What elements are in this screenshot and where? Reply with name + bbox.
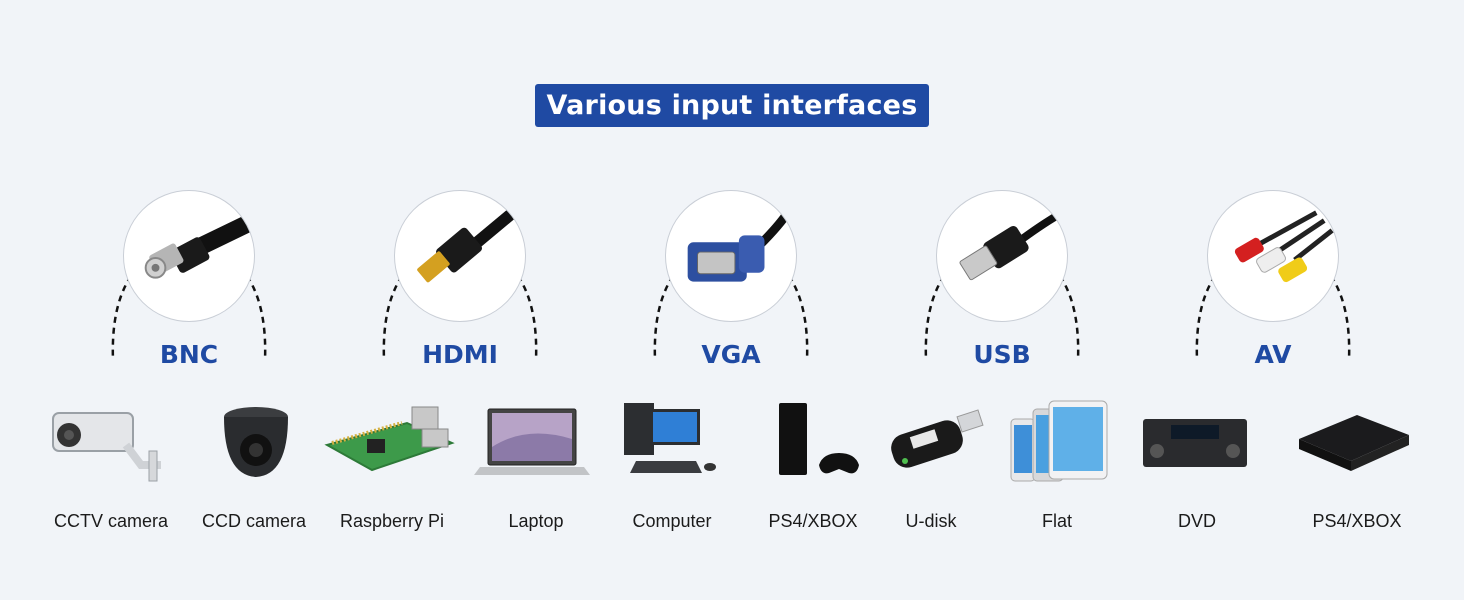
desktop-computer-icon — [602, 395, 742, 485]
interface-usb: USB — [922, 188, 1082, 378]
interface-vga: VGA — [651, 188, 811, 378]
dome-camera-icon — [184, 395, 324, 485]
interface-label: HDMI — [422, 340, 498, 369]
device-u-disk: U-disk — [861, 395, 1001, 540]
cctv-camera-icon — [41, 395, 181, 485]
raspberry-pi-board-icon — [322, 395, 462, 485]
dashed-arc — [924, 275, 1080, 361]
device-computer: Computer — [602, 395, 742, 540]
set-top-box-icon — [1287, 395, 1427, 485]
device-label: Laptop — [508, 511, 564, 531]
av-rca-connector-icon — [1207, 190, 1339, 322]
hdmi-connector-icon — [394, 190, 526, 322]
device-label: CCD camera — [201, 511, 307, 531]
device-raspberry-pi: Raspberry Pi — [322, 395, 462, 540]
device-label: Flat — [1041, 511, 1072, 531]
vga-connector-icon — [665, 190, 797, 322]
tablet-phone-icon — [987, 395, 1127, 485]
interface-label: VGA — [701, 340, 761, 369]
usb-connector-icon — [936, 190, 1068, 322]
interface-hdmi: HDMI — [380, 188, 540, 378]
device-label: PS4/XBOX — [1312, 511, 1402, 531]
dashed-arc — [382, 275, 538, 361]
device-label: CCTV camera — [53, 511, 169, 531]
page-title: Various input interfaces — [535, 84, 929, 127]
interface-label: BNC — [159, 340, 219, 369]
bnc-connector-icon — [123, 190, 255, 322]
laptop-icon — [466, 395, 606, 485]
device-cctv-camera: CCTV camera — [41, 395, 181, 540]
device-ccd-camera: CCD camera — [184, 395, 324, 540]
usb-flash-drive-icon — [861, 395, 1001, 485]
interface-bnc: BNC — [109, 188, 269, 378]
device-label: PS4/XBOX — [768, 511, 858, 531]
dashed-arc — [653, 275, 809, 361]
device-label: Computer — [632, 511, 712, 531]
dashed-arc — [1195, 275, 1351, 361]
interface-av: AV — [1193, 188, 1353, 378]
dashed-arc — [111, 275, 267, 361]
device-label: Raspberry Pi — [339, 511, 445, 531]
device-dvd: DVD — [1127, 395, 1267, 540]
interface-label: USB — [973, 340, 1031, 369]
device-laptop: Laptop — [466, 395, 606, 540]
device-label: DVD — [1177, 511, 1216, 531]
device-ps4-xbox-box: PS4/XBOX — [1287, 395, 1427, 540]
dvd-player-icon — [1127, 395, 1267, 485]
device-ps4-xbox: PS4/XBOX — [743, 395, 883, 540]
game-console-icon — [743, 395, 883, 485]
interface-label: AV — [1254, 340, 1292, 369]
device-label: U-disk — [905, 511, 957, 531]
device-flat: Flat — [987, 395, 1127, 540]
